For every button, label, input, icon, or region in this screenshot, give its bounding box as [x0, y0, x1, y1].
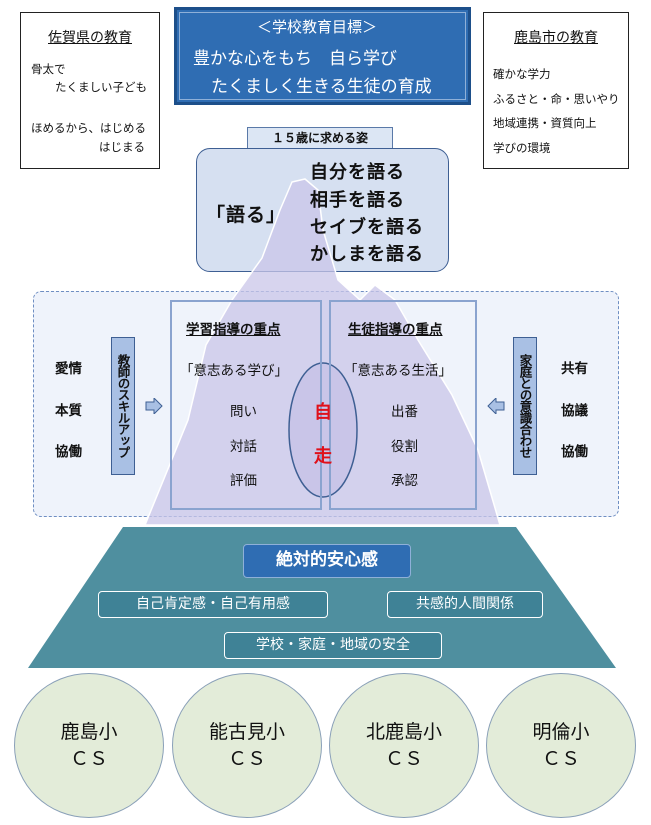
- center-oval: [288, 362, 358, 498]
- learning-item-1: 問い: [230, 404, 257, 420]
- school-circle-kitakashima: 北鹿島小 ＣＳ: [329, 673, 479, 818]
- school-name: 明倫小: [532, 720, 590, 743]
- home-consensus-label: 家庭との意識合わせ: [513, 337, 537, 475]
- speak-item-4: かしまを語る: [310, 244, 424, 265]
- center-char-ji: 自: [314, 402, 332, 423]
- school-cs: ＣＳ: [227, 747, 266, 770]
- kashima-item-2: ふるさと・命・思いやり: [493, 92, 620, 106]
- teacher-skillup-label: 教師のスキルアップ: [111, 337, 135, 475]
- school-name: 鹿島小: [60, 720, 118, 743]
- student-guidance-title: 生徒指導の重点: [348, 322, 443, 338]
- student-item-1: 出番: [391, 404, 418, 420]
- school-name: 北鹿島小: [365, 720, 442, 743]
- absolute-safety-box: 絶対的安心感: [243, 544, 411, 578]
- speak-main: 「語る」: [206, 204, 287, 226]
- community-safety-box: 学校・家庭・地域の安全: [224, 632, 442, 659]
- student-item-3: 承認: [391, 473, 418, 489]
- school-goal-heading: ＜学校教育目標＞: [257, 18, 378, 36]
- speak-item-1: 自分を語る: [310, 162, 405, 183]
- left-word-2: 本質: [55, 403, 82, 419]
- speak-item-3: セイブを語る: [310, 217, 424, 238]
- left-word-1: 愛情: [55, 361, 82, 377]
- student-guidance-panel: [329, 300, 477, 510]
- right-word-2: 協議: [561, 403, 588, 419]
- learning-item-3: 評価: [230, 473, 257, 489]
- self-esteem-box: 自己肯定感・自己有用感: [98, 591, 328, 618]
- empathy-relations-box: 共感的人間関係: [387, 591, 543, 618]
- learning-item-2: 対話: [230, 439, 257, 455]
- kashima-item-4: 学びの環境: [493, 141, 551, 155]
- learning-guidance-title: 学習指導の重点: [186, 322, 281, 338]
- kashima-item-3: 地域連携・資質向上: [493, 116, 597, 130]
- saga-line-3: ほめるから、はじめる: [31, 121, 146, 135]
- school-circle-meirin: 明倫小 ＣＳ: [486, 673, 636, 818]
- saga-line-1: 骨太で: [31, 62, 66, 76]
- right-arrow-icon: [145, 398, 163, 414]
- school-circle-nogomi: 能古見小 ＣＳ: [172, 673, 322, 818]
- speak-item-2: 相手を語る: [310, 190, 405, 211]
- learning-guidance-panel: [170, 300, 322, 510]
- saga-education-box: 佐賀県の教育 骨太で たくましい子ども ほめるから、はじめる はじまる: [20, 12, 160, 169]
- school-name: 能古見小: [208, 720, 285, 743]
- school-cs: ＣＳ: [541, 747, 580, 770]
- school-cs: ＣＳ: [384, 747, 423, 770]
- kashima-item-1: 確かな学力: [493, 67, 551, 81]
- saga-line-2: たくましい子ども: [55, 80, 147, 94]
- learning-motto: 「意志ある学び」: [180, 363, 288, 379]
- saga-education-title: 佐賀県の教育: [48, 30, 132, 46]
- saga-line-4: はじまる: [99, 140, 145, 154]
- kashima-education-title: 鹿島市の教育: [514, 30, 598, 46]
- school-goal-line-1: 豊かな心をもち 自ら学び: [193, 49, 397, 69]
- kashima-education-box: 鹿島市の教育 確かな学力 ふるさと・命・思いやり 地域連携・資質向上 学びの環境: [483, 12, 629, 169]
- right-word-1: 共有: [561, 361, 588, 377]
- center-char-sou: 走: [314, 446, 332, 467]
- school-goal-line-2: たくましく生きる生徒の育成: [211, 77, 432, 97]
- school-cs: ＣＳ: [69, 747, 108, 770]
- student-item-2: 役割: [391, 439, 418, 455]
- school-circle-kashima: 鹿島小 ＣＳ: [14, 673, 164, 818]
- school-goal-box: ＜学校教育目標＞ 豊かな心をもち 自ら学び たくましく生きる生徒の育成: [174, 7, 471, 105]
- student-motto: 「意志ある生活」: [344, 363, 452, 379]
- age15-tag: １５歳に求める姿: [247, 127, 393, 149]
- left-arrow-icon: [487, 398, 505, 414]
- left-word-3: 協働: [55, 444, 82, 460]
- right-word-3: 協働: [561, 444, 588, 460]
